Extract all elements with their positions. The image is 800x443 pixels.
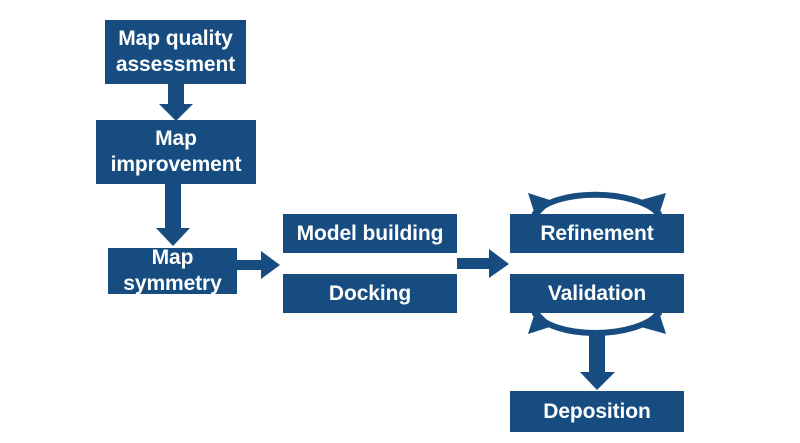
arrow-building-to-refinement: [457, 249, 509, 278]
node-deposition[interactable]: Deposition: [510, 391, 684, 432]
node-label: Map improvement: [110, 127, 242, 176]
arrow-symmetry-to-building: [237, 251, 280, 279]
node-label: Refinement: [540, 221, 654, 245]
node-label: Map quality assessment: [115, 27, 236, 76]
node-refinement[interactable]: Refinement: [510, 214, 684, 253]
arrow-cycle-to-deposition: [580, 331, 615, 390]
node-map-improvement[interactable]: Map improvement: [96, 120, 256, 184]
node-label: Model building: [296, 221, 444, 245]
node-model-building[interactable]: Model building: [283, 214, 457, 253]
node-map-quality-assessment[interactable]: Map quality assessment: [105, 20, 246, 84]
arc-top-cycle: [528, 191, 666, 218]
node-validation[interactable]: Validation: [510, 274, 684, 313]
arrow-quality-to-improvement: [159, 84, 193, 121]
node-label: Docking: [328, 281, 412, 305]
node-label: Deposition: [543, 399, 651, 423]
node-label: Map symmetry: [123, 246, 222, 295]
node-docking[interactable]: Docking: [283, 274, 457, 313]
node-map-symmetry[interactable]: Map symmetry: [108, 246, 237, 295]
arrow-improvement-to-symmetry: [156, 184, 190, 246]
node-label: Validation: [547, 281, 647, 305]
